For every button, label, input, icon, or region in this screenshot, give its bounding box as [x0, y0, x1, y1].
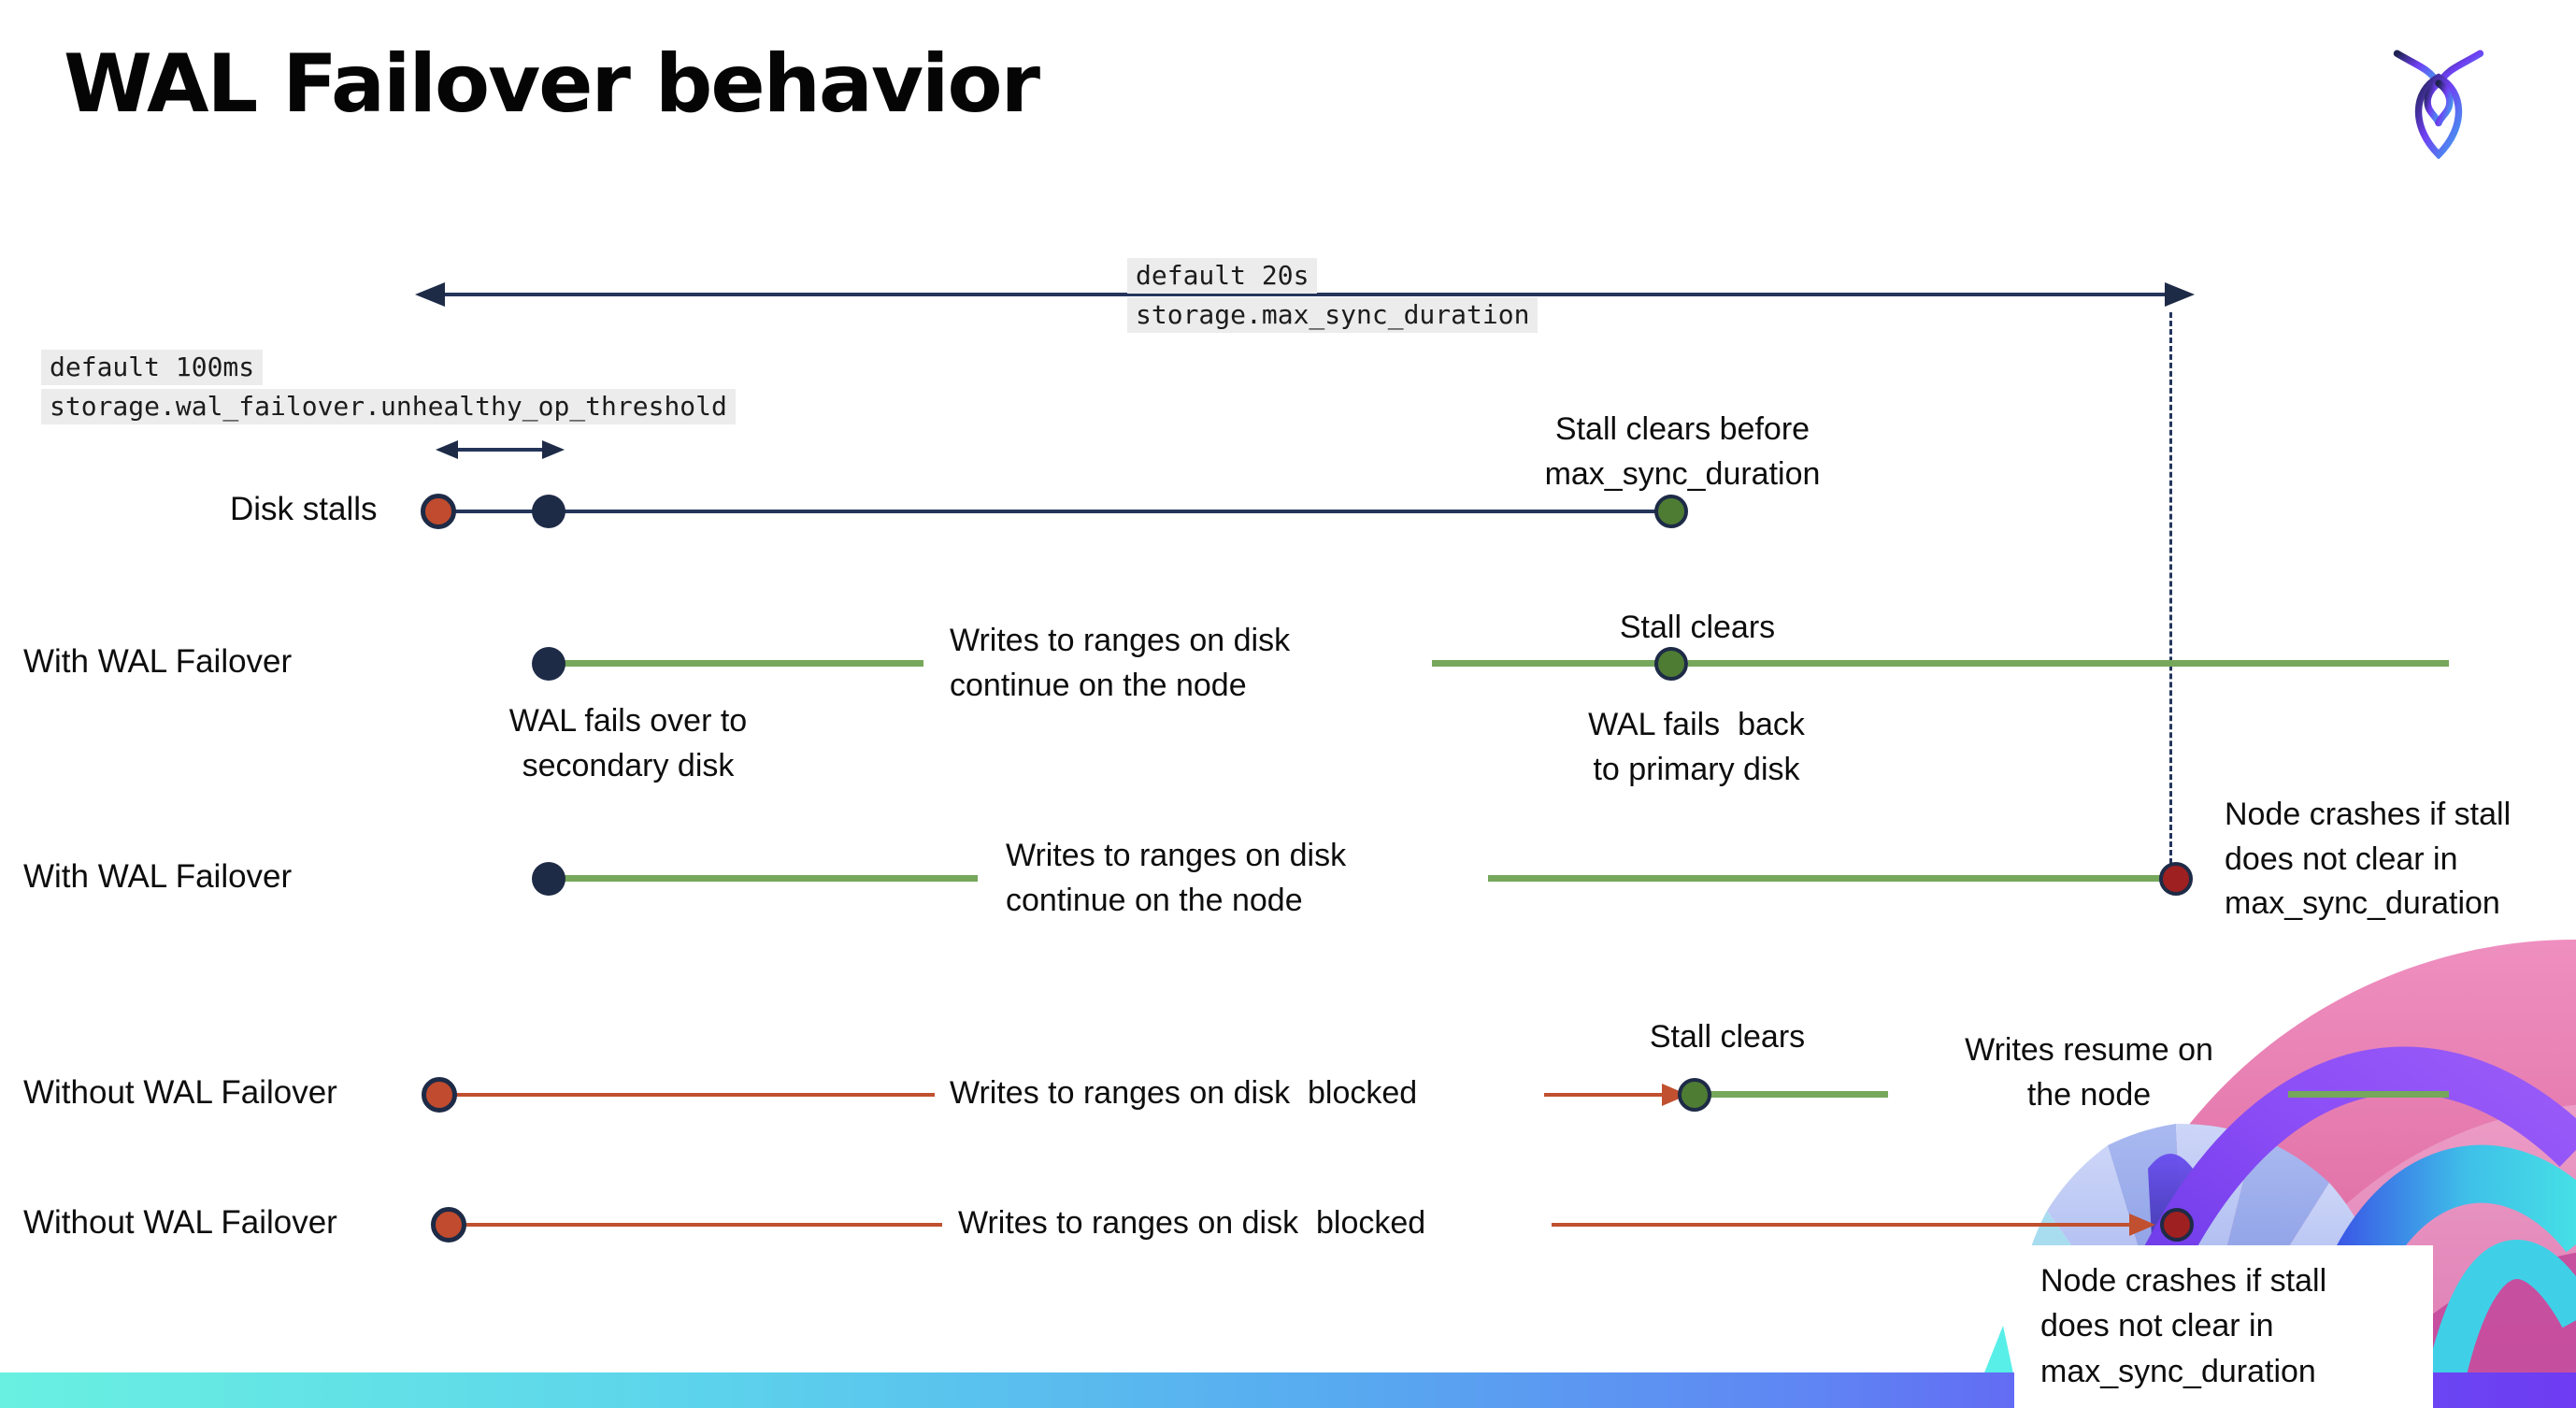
timeline-segment	[561, 875, 978, 882]
timeline-segment	[452, 1093, 935, 1097]
cockroachdb-logo-icon	[2393, 50, 2484, 159]
red-arrowhead-icon	[2129, 1214, 2155, 1236]
row-label-without-wal-failover-1: Without WAL Failover	[23, 1074, 337, 1111]
node-crashes-callout: Node crashes if stall does not clear in …	[2014, 1245, 2433, 1408]
timeline-segment	[1552, 1223, 2133, 1227]
writes-resume-annotation: Writes resume on the node	[1965, 1032, 2213, 1113]
writes-continue-annotation: Writes to ranges on disk continue on the…	[1006, 838, 1347, 918]
page-title: WAL Failover behavior	[64, 37, 1040, 131]
writes-continue-annotation: Writes to ranges on disk continue on the…	[950, 623, 1291, 703]
small-arrowhead-left-icon	[436, 440, 458, 459]
timeline-segment	[1688, 660, 2449, 667]
unhealthy-op-threshold-label: default 100ms storage.wal_failover.unhea…	[41, 350, 736, 425]
stall-clears-dot	[1654, 495, 1688, 528]
stall-start-dot	[422, 1077, 457, 1113]
timeline-segment	[561, 660, 923, 667]
stall-clears-annotation: Stall clears	[1619, 610, 1776, 645]
row-label-without-wal-failover-2: Without WAL Failover	[23, 1204, 337, 1241]
stall-clears-annotation: Stall clears	[1649, 1019, 1806, 1055]
arrowhead-right-icon	[2165, 282, 2195, 307]
timeline-segment	[462, 1223, 942, 1227]
stall-clears-dot	[1654, 647, 1688, 681]
failover-dot	[532, 862, 565, 896]
timeline-segment	[1544, 1093, 1666, 1097]
wal-fails-over-annotation: WAL fails over to secondary disk	[508, 703, 748, 783]
wal-fails-back-annotation: WAL fails back to primary disk	[1588, 707, 1805, 787]
node-crash-dot	[2159, 862, 2193, 896]
node-crash-dot	[2160, 1208, 2194, 1242]
arrowhead-left-icon	[415, 282, 445, 307]
writes-blocked-annotation: Writes to ranges on disk blocked	[950, 1075, 1418, 1111]
unhealthy-op-default-value: default 100ms	[41, 350, 264, 386]
writes-blocked-annotation: Writes to ranges on disk blocked	[958, 1205, 1426, 1241]
row-label-disk-stalls: Disk stalls	[230, 491, 378, 527]
timeline-segment	[2288, 1091, 2449, 1098]
failover-threshold-dot	[532, 495, 565, 528]
stall-start-dot	[431, 1207, 466, 1243]
timeline-segment	[1710, 1091, 1888, 1098]
row-label-with-wal-failover-2: With WAL Failover	[23, 858, 293, 895]
node-crashes-annotation: Node crashes if stall does not clear in …	[2040, 1263, 2327, 1389]
stall-clears-dot	[1678, 1078, 1711, 1112]
unhealthy-op-setting-name: storage.wal_failover.unhealthy_op_thresh…	[41, 389, 736, 425]
max-sync-setting-name: storage.max_sync_duration	[1127, 297, 1538, 334]
max-sync-deadline-dashed-line	[2169, 312, 2172, 864]
failover-dot	[532, 647, 565, 681]
timeline-segment	[1488, 875, 2168, 882]
node-crashes-annotation: Node crashes if stall does not clear in …	[2225, 797, 2512, 922]
unhealthy-op-span-line	[454, 448, 544, 452]
disk-stall-timeline	[438, 510, 1671, 513]
stall-clears-before-annotation: Stall clears before max_sync_duration	[1544, 411, 1821, 492]
timeline-segment	[1432, 660, 1656, 667]
max-sync-duration-span-line	[436, 293, 2170, 296]
small-arrowhead-right-icon	[542, 440, 565, 459]
row-label-with-wal-failover-1: With WAL Failover	[23, 643, 293, 680]
max-sync-duration-label: default 20s storage.max_sync_duration	[1127, 258, 1538, 334]
stall-start-dot	[421, 494, 456, 529]
max-sync-default-value: default 20s	[1127, 258, 1318, 295]
